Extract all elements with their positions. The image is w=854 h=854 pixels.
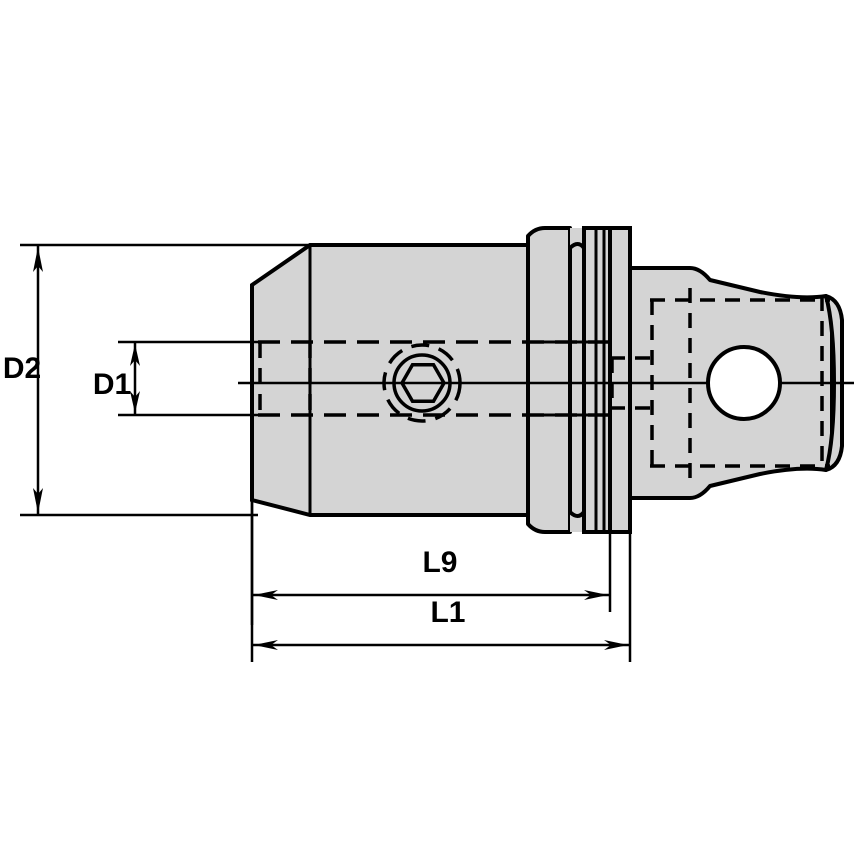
- d2-arrow-bottom: [33, 488, 43, 513]
- l1-arrow-left: [254, 640, 278, 650]
- hidden-bore-lines: [258, 340, 610, 417]
- dimension-l1: L1: [250, 500, 632, 662]
- dimension-l9: L9: [250, 500, 612, 625]
- l9-arrow-right: [584, 590, 608, 600]
- main-body-outline: [250, 243, 530, 517]
- l1-label: L1: [430, 596, 465, 629]
- hsk-drive-slot-hole-group: [706, 345, 782, 421]
- flange-internal-hidden-detail: [610, 288, 830, 478]
- dimension-d1: D1: [93, 340, 265, 417]
- hex-socket-set-screw-group: [382, 343, 462, 423]
- dimension-d2: D2: [3, 243, 310, 517]
- flange-rear-face: [608, 226, 632, 534]
- d1-label: D1: [93, 368, 131, 401]
- flange-solid-internal-edges: [308, 228, 610, 532]
- drive-slot-hole: [706, 345, 782, 421]
- d2-arrow-top: [33, 247, 43, 272]
- hex-socket-icon: [399, 363, 447, 403]
- d1-arrow-top: [130, 344, 140, 366]
- l9-label: L9: [422, 546, 457, 579]
- set-screw-bore-circle: [392, 353, 452, 413]
- set-screw-outer-circle-hidden: [382, 343, 462, 423]
- l1-arrow-right: [604, 640, 628, 650]
- d1-arrow-bottom: [130, 391, 140, 413]
- groove-body: [568, 242, 586, 518]
- flange-front-collar: [526, 226, 572, 534]
- l9-arrow-left: [254, 590, 278, 600]
- d2-label: D2: [3, 352, 41, 385]
